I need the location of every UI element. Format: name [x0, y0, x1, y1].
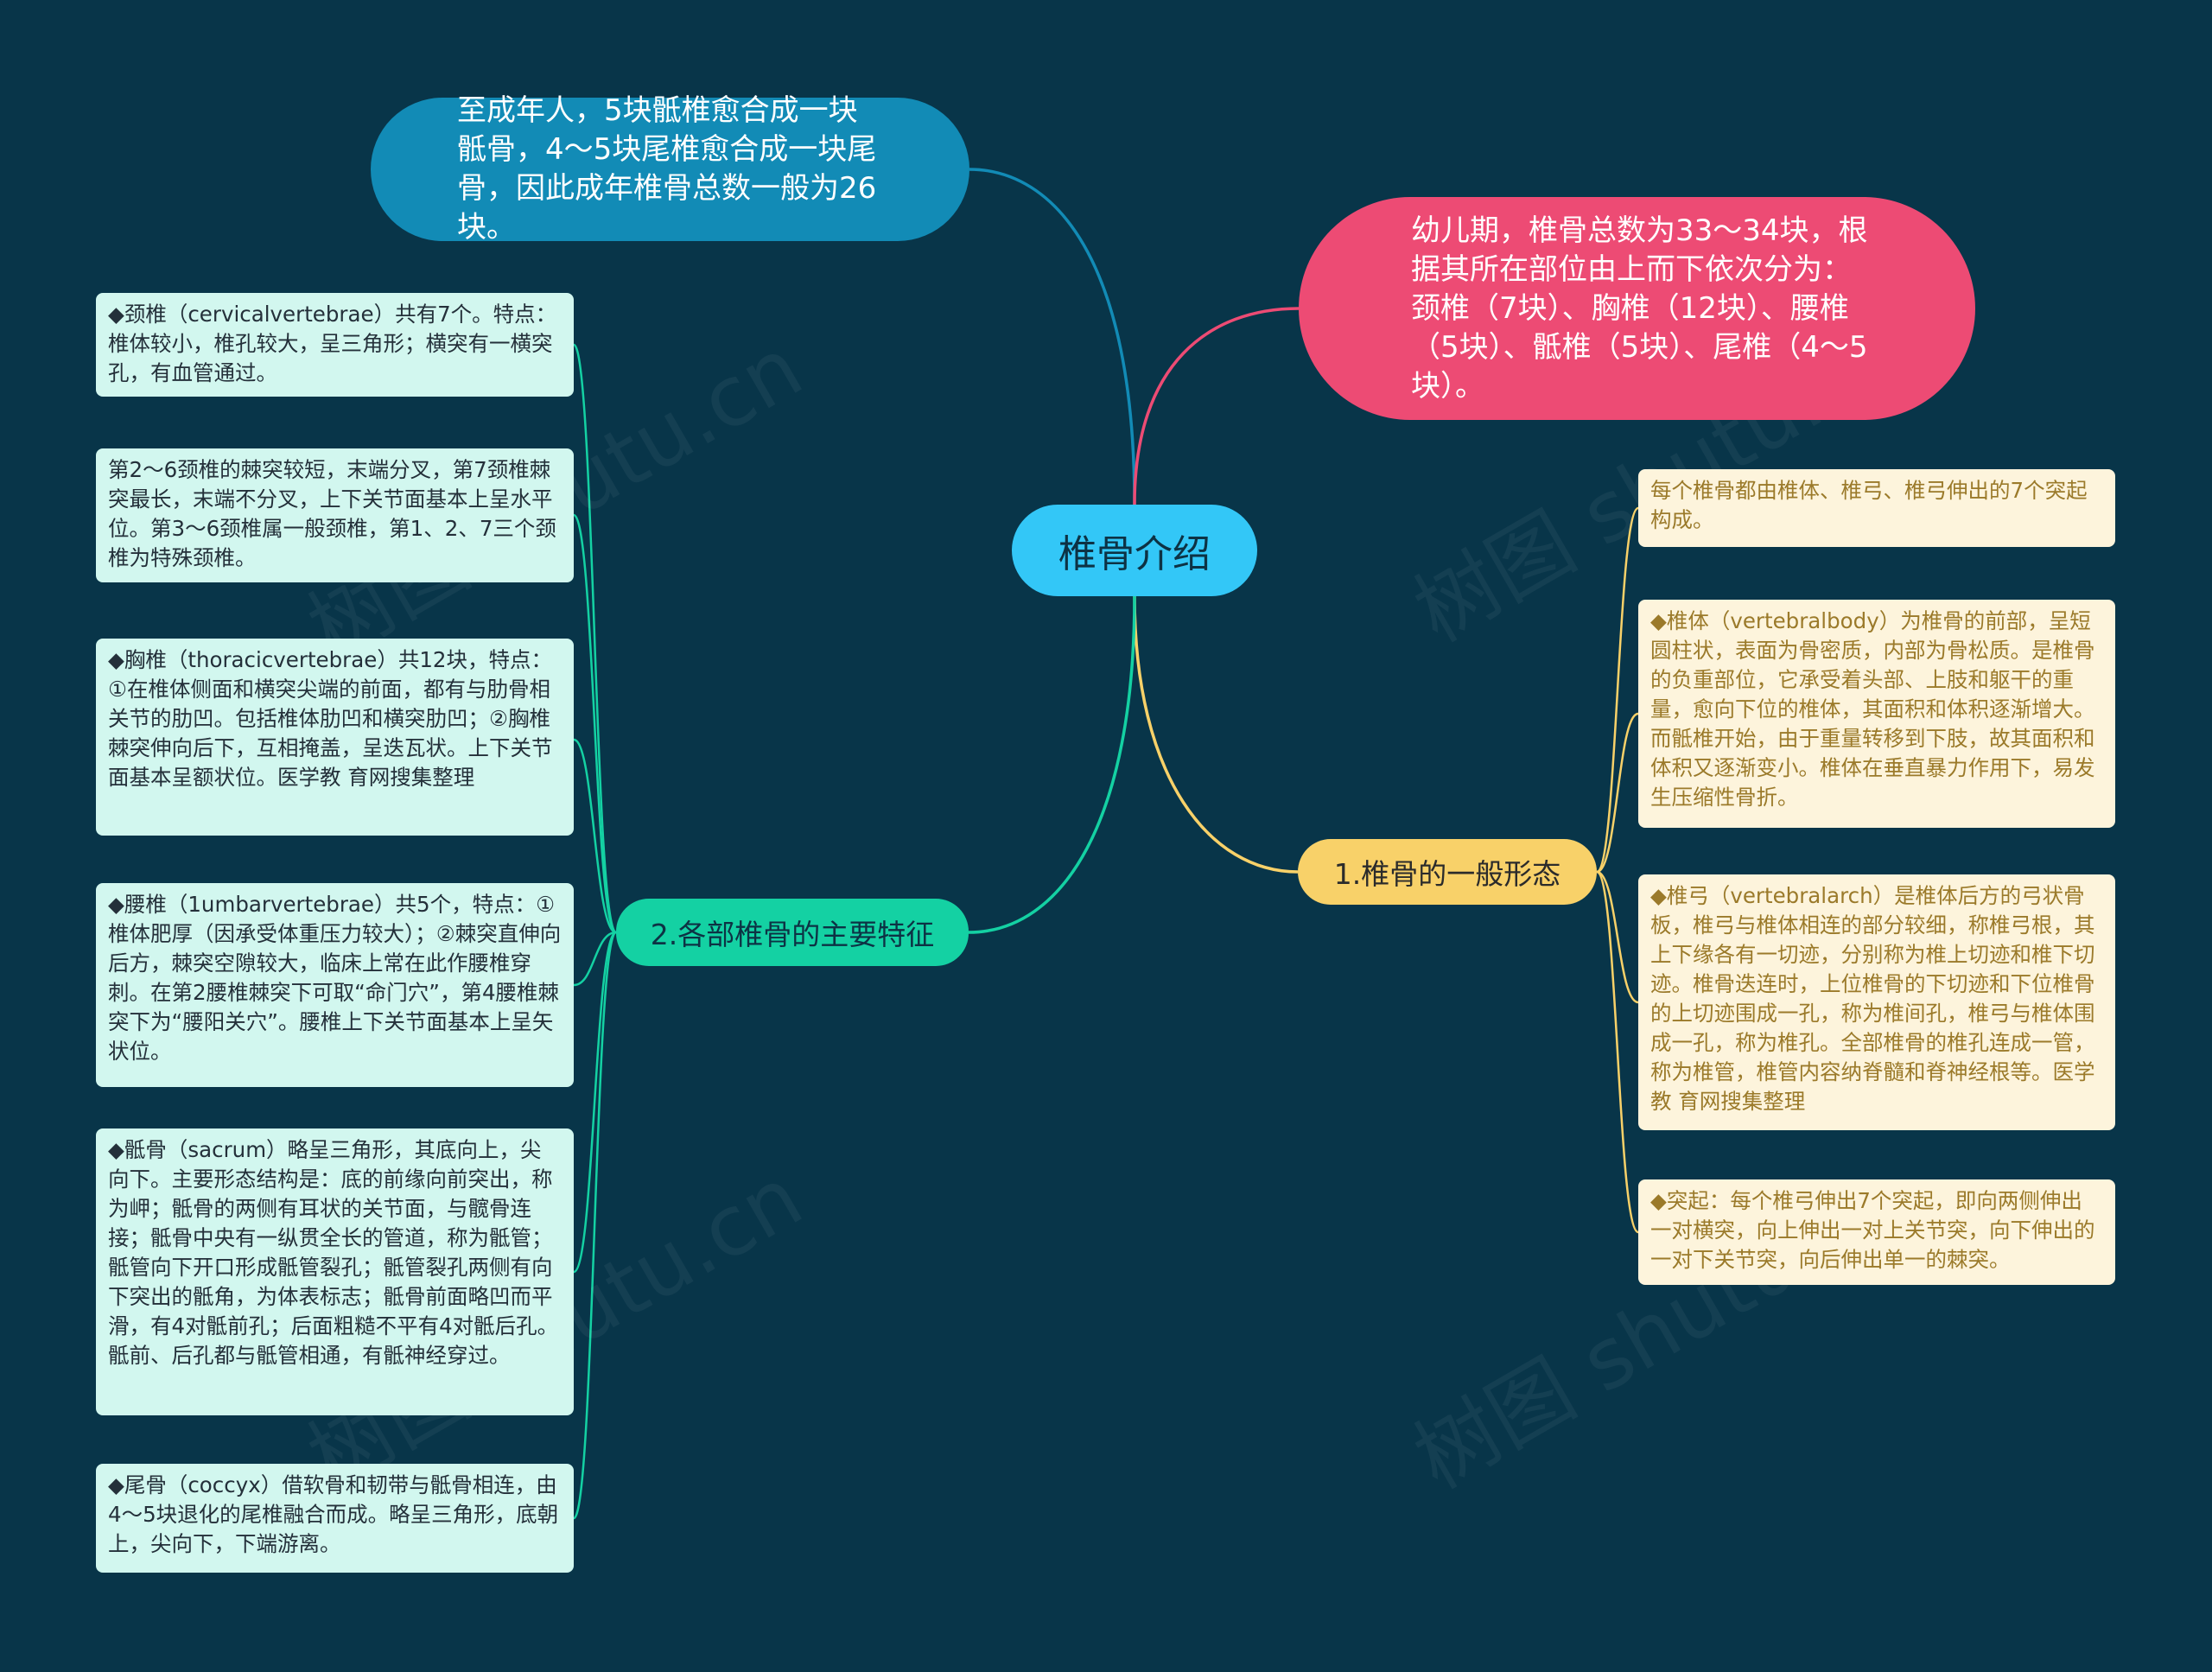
leaf-processes[interactable]: ◆突起：每个椎弓伸出7个突起，即向两侧伸出一对横突，向上伸出一对上关节突，向下伸… — [1638, 1179, 2115, 1285]
connector-right-leaf-1 — [1595, 506, 1640, 874]
connector-root-to-top-left — [969, 168, 1136, 505]
top-left-note[interactable]: 至成年人，5块骶椎愈合成一块骶骨，4～5块尾椎愈合成一块尾骨，因此成年椎骨总数一… — [371, 93, 969, 245]
connector-left-leaf-3 — [573, 738, 617, 934]
branch-regional-features[interactable]: 2.各部椎骨的主要特征 — [616, 899, 969, 966]
leaf-text: 每个椎骨都由椎体、椎弓、椎弓伸出的7个突起构成。 — [1650, 478, 2088, 532]
connector-left-leaf-5 — [573, 931, 617, 1274]
leaf-cervical-vertebrae[interactable]: ◆颈椎（cervicalvertebrae）共有7个。特点：椎体较小，椎孔较大，… — [96, 293, 574, 397]
root-node[interactable]: 椎骨介绍 — [1012, 505, 1257, 596]
connector-left-leaf-1 — [572, 343, 618, 934]
connector-root-to-branch-right — [1133, 595, 1299, 874]
branch-regional-features-label: 2.各部椎骨的主要特征 — [650, 918, 935, 951]
connector-right-leaf-4 — [1595, 870, 1640, 1234]
leaf-cervical-details[interactable]: 第2～6颈椎的棘突较短，末端分叉，第7颈椎棘突最长，末端不分叉，上下关节面基本上… — [96, 448, 574, 582]
leaf-text: ◆突起：每个椎弓伸出7个突起，即向两侧伸出一对横突，向上伸出一对上关节突，向下伸… — [1650, 1188, 2095, 1272]
leaf-text: ◆骶骨（sacrum）略呈三角形，其底向上，尖向下。主要形态结构是：底的前缘向前… — [108, 1137, 559, 1368]
leaf-text: ◆椎体（vertebralbody）为椎骨的前部，呈短圆柱状，表面为骨密质，内部… — [1650, 608, 2095, 810]
top-right-note-text: 幼儿期，椎骨总数为33～34块，根据其所在部位由上而下依次分为：颈椎（7块）、胸… — [1411, 213, 1868, 404]
connector-left-leaf-6 — [572, 931, 618, 1520]
leaf-thoracic-vertebrae[interactable]: ◆胸椎（thoracicvertebrae）共12块，特点：①在椎体侧面和横突尖… — [96, 639, 574, 836]
connector-left-leaf-2 — [572, 513, 618, 934]
branch-general-form[interactable]: 1.椎骨的一般形态 — [1298, 839, 1597, 905]
connector-right-leaf-2 — [1596, 712, 1639, 874]
connector-root-to-branch-left — [968, 595, 1136, 934]
leaf-vertebral-arch[interactable]: ◆椎弓（vertebralarch）是椎体后方的弓状骨板，椎弓与椎体相连的部分较… — [1638, 874, 2115, 1130]
leaf-coccyx[interactable]: ◆尾骨（coccyx）借软骨和韧带与骶骨相连，由4～5块退化的尾椎融合而成。略呈… — [96, 1464, 574, 1573]
top-left-note-text: 至成年人，5块骶椎愈合成一块骶骨，4～5块尾椎愈合成一块尾骨，因此成年椎骨总数一… — [457, 93, 877, 245]
connector-left-leaf-4 — [573, 931, 617, 987]
connector-root-to-top-right — [1133, 307, 1300, 505]
leaf-text: ◆颈椎（cervicalvertebrae）共有7个。特点：椎体较小，椎孔较大，… — [108, 302, 557, 385]
leaf-vertebra-composition[interactable]: 每个椎骨都由椎体、椎弓、椎弓伸出的7个突起构成。 — [1638, 469, 2115, 547]
leaf-lumbar-vertebrae[interactable]: ◆腰椎（1umbarvertebrae）共5个，特点：①椎体肥厚（因承受体重压力… — [96, 883, 574, 1087]
connector-right-leaf-3 — [1596, 870, 1639, 1004]
branch-general-form-label: 1.椎骨的一般形态 — [1333, 857, 1561, 891]
leaf-text: 第2～6颈椎的棘突较短，末端分叉，第7颈椎棘突最长，末端不分叉，上下关节面基本上… — [108, 457, 556, 570]
leaf-vertebral-body[interactable]: ◆椎体（vertebralbody）为椎骨的前部，呈短圆柱状，表面为骨密质，内部… — [1638, 600, 2115, 828]
leaf-text: ◆胸椎（thoracicvertebrae）共12块，特点：①在椎体侧面和横突尖… — [108, 647, 553, 790]
leaf-text: ◆尾骨（coccyx）借软骨和韧带与骶骨相连，由4～5块退化的尾椎融合而成。略呈… — [108, 1472, 559, 1556]
root-label: 椎骨介绍 — [1058, 532, 1211, 576]
leaf-sacrum[interactable]: ◆骶骨（sacrum）略呈三角形，其底向上，尖向下。主要形态结构是：底的前缘向前… — [96, 1128, 574, 1415]
leaf-text: ◆腰椎（1umbarvertebrae）共5个，特点：①椎体肥厚（因承受体重压力… — [108, 892, 562, 1064]
top-right-note[interactable]: 幼儿期，椎骨总数为33～34块，根据其所在部位由上而下依次分为：颈椎（7块）、胸… — [1299, 197, 1975, 420]
leaf-text: ◆椎弓（vertebralarch）是椎体后方的弓状骨板，椎弓与椎体相连的部分较… — [1650, 883, 2095, 1114]
